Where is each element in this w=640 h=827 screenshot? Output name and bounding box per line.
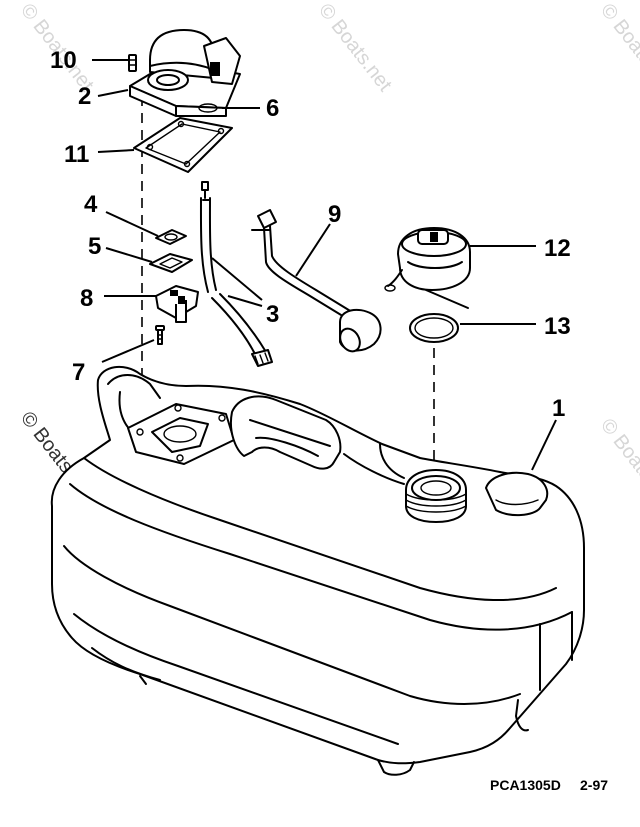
part-10-screw bbox=[128, 54, 137, 72]
callout-2: 2 bbox=[78, 83, 91, 110]
callout-4: 4 bbox=[84, 191, 98, 218]
part-6-o-ring bbox=[198, 103, 218, 113]
callout-7: 7 bbox=[72, 359, 85, 386]
part-13-gasket-ring bbox=[409, 313, 459, 343]
drawing-code: PCA1305D bbox=[490, 777, 561, 793]
callout-10: 10 bbox=[50, 47, 77, 74]
part-9-fuel-gauge bbox=[251, 209, 382, 353]
callout-3: 3 bbox=[266, 301, 279, 328]
callout-12: 12 bbox=[544, 235, 571, 262]
watermark-top-right: © Boats.net bbox=[596, 0, 640, 96]
part-3-pickup-tube bbox=[199, 181, 273, 367]
drawing-reference: PCA1305D 2-97 bbox=[490, 777, 608, 793]
callout-5: 5 bbox=[88, 233, 101, 260]
part-12-filler-cap bbox=[384, 227, 471, 309]
part-1-fuel-tank bbox=[50, 365, 585, 776]
part-7-screw bbox=[155, 325, 165, 345]
leader-lines bbox=[92, 59, 557, 471]
callout-6: 6 bbox=[266, 95, 279, 122]
part-8-bracket bbox=[155, 285, 199, 323]
callout-labels: 10 2 6 11 4 5 8 7 3 9 12 13 1 bbox=[50, 47, 571, 422]
callout-1: 1 bbox=[552, 395, 565, 422]
part-11-gasket bbox=[133, 117, 233, 173]
callout-9: 9 bbox=[328, 201, 341, 228]
part-2-fuel-connector bbox=[129, 29, 241, 117]
revision-code: 2-97 bbox=[580, 777, 608, 793]
part-5-seal bbox=[149, 253, 193, 273]
callout-11: 11 bbox=[64, 141, 89, 168]
watermark-mid-right: © Boats.net bbox=[596, 415, 640, 511]
callout-13: 13 bbox=[544, 313, 571, 340]
watermark-top-center: © Boats.net bbox=[314, 0, 396, 96]
callout-8: 8 bbox=[80, 285, 93, 312]
part-4-seal bbox=[155, 229, 187, 245]
